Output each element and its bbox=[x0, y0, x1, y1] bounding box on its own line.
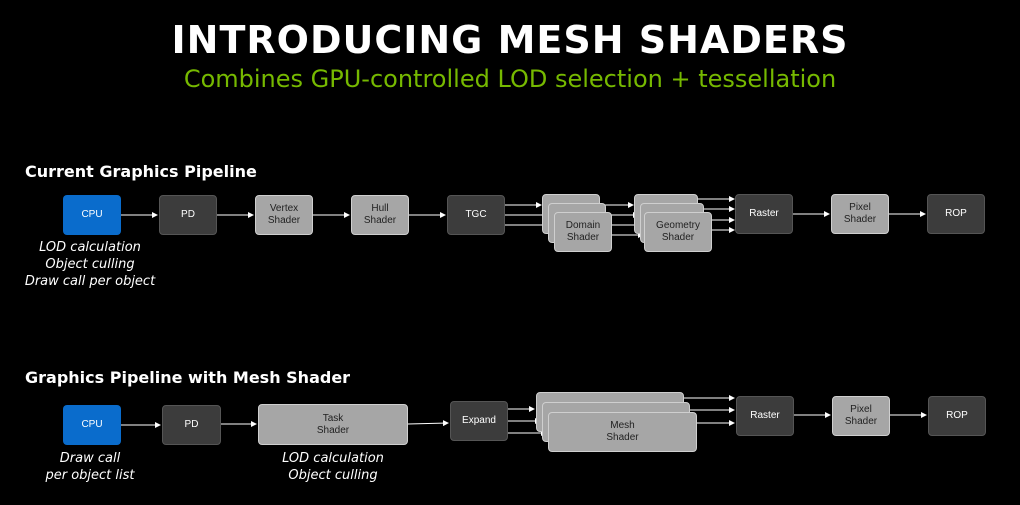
current-pipeline-heading: Current Graphics Pipeline bbox=[25, 162, 257, 181]
page-title: INTRODUCING MESH SHADERS bbox=[171, 18, 849, 62]
mesh-raster-box: Raster bbox=[736, 396, 794, 436]
hull-shader-box: Hull Shader bbox=[351, 195, 409, 235]
tgc-box: TGC bbox=[447, 195, 505, 235]
mesh-shader-box: Mesh Shader bbox=[548, 412, 697, 452]
mesh-cpu-note-2: per object list bbox=[45, 468, 135, 483]
mesh-rop-box: ROP bbox=[928, 396, 986, 436]
arrow-task-expand bbox=[407, 420, 449, 427]
page-subtitle: Combines GPU-controlled LOD selection + … bbox=[183, 65, 837, 93]
expand-box: Expand bbox=[450, 401, 508, 441]
mesh-pipeline-heading: Graphics Pipeline with Mesh Shader bbox=[25, 368, 351, 387]
task-note-1: LOD calculation bbox=[282, 451, 384, 466]
domain-shader-box: Domain Shader bbox=[554, 212, 612, 252]
mesh-pd-box: PD bbox=[162, 405, 221, 445]
current-cpu-note-2: Object culling bbox=[45, 257, 135, 272]
task-shader-box: Task Shader bbox=[258, 404, 408, 445]
geometry-shader-box: Geometry Shader bbox=[644, 212, 712, 252]
mesh-pixel-shader-box: Pixel Shader bbox=[832, 396, 890, 436]
mesh-cpu-box: CPU bbox=[63, 405, 121, 445]
current-rop-box: ROP bbox=[927, 194, 985, 234]
task-note-2: Object culling bbox=[288, 468, 378, 483]
current-raster-box: Raster bbox=[735, 194, 793, 234]
current-cpu-note-1: LOD calculation bbox=[39, 240, 141, 255]
mesh-cpu-notes: Draw call per object list bbox=[20, 450, 160, 484]
vertex-shader-box: Vertex Shader bbox=[255, 195, 313, 235]
task-shader-notes: LOD calculation Object culling bbox=[253, 450, 413, 484]
current-cpu-box: CPU bbox=[63, 195, 121, 235]
current-pixel-shader-box: Pixel Shader bbox=[831, 194, 889, 234]
current-pd-box: PD bbox=[159, 195, 217, 235]
mesh-cpu-note-1: Draw call bbox=[59, 451, 121, 466]
current-cpu-notes: LOD calculation Object culling Draw call… bbox=[10, 239, 170, 290]
current-cpu-note-3: Draw call per object bbox=[24, 274, 156, 289]
